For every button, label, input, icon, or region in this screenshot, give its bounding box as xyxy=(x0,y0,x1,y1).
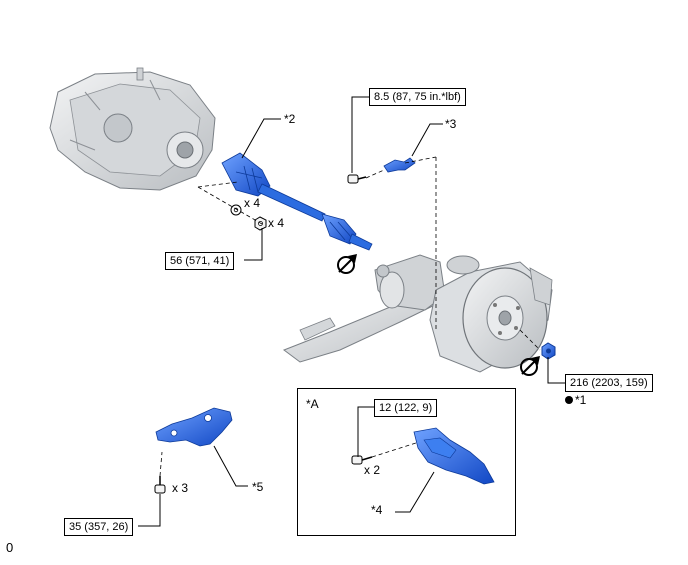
quantity-bolt-inset: x 2 xyxy=(364,463,381,477)
washer xyxy=(230,204,242,216)
rear-suspension-assembly xyxy=(282,254,553,373)
drive-shaft-part-2 xyxy=(221,152,373,251)
bracket-part-5 xyxy=(155,407,233,447)
torque-spec-56: 56 (571, 41) xyxy=(165,252,235,270)
quantity-nut: x 4 xyxy=(268,216,285,230)
bolt-85 xyxy=(347,174,367,184)
dashed-assembly-lines xyxy=(159,156,541,477)
torque-spec-12: 12 (122, 9) xyxy=(374,399,438,417)
quantity-bolt-bracket: x 3 xyxy=(172,481,189,495)
rotation-symbol-shaft xyxy=(337,254,357,274)
rotation-symbol-hub xyxy=(520,356,540,376)
figure-id: 0 xyxy=(6,540,14,555)
bolt-35 xyxy=(154,476,166,494)
inset-frame: *A xyxy=(297,388,516,536)
label-part-3: *3 xyxy=(445,117,457,131)
axle-hub-nut xyxy=(541,342,556,360)
bolt-12 xyxy=(351,455,373,465)
torque-spec-35: 35 (357, 26) xyxy=(64,518,134,536)
label-part-2: *2 xyxy=(284,112,296,126)
cover-part-4 xyxy=(413,427,495,485)
torque-spec-216: 216 (2203, 159) xyxy=(565,374,653,392)
label-part-1: *1 xyxy=(575,393,587,407)
label-part-5: *5 xyxy=(252,480,264,494)
bracket-part-3 xyxy=(383,157,416,173)
torque-spec-85: 8.5 (87, 75 in.*lbf) xyxy=(369,88,466,106)
label-part-4: *4 xyxy=(371,503,383,517)
transaxle-assembly xyxy=(49,67,216,191)
quantity-washer: x 4 xyxy=(244,196,261,210)
leader-lines xyxy=(138,96,565,527)
replace-part-dot-icon xyxy=(565,396,573,404)
inset-label: *A xyxy=(306,397,319,411)
